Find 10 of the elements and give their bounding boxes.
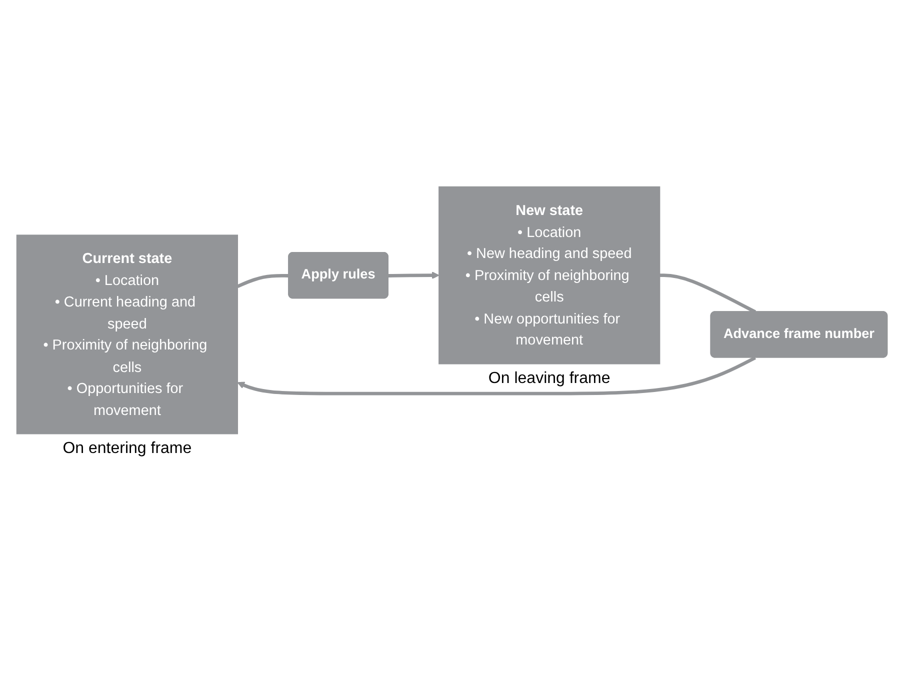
arrow	[388, 271, 440, 279]
state-box: New state • Location • New heading and speed • Proximity of neighboring cells • New opportunities for movement	[438, 186, 660, 364]
connector	[660, 273, 756, 314]
node-caption: On leaving frame	[487, 370, 612, 388]
connector	[236, 274, 289, 288]
node-caption: On entering frame	[62, 440, 193, 458]
step-box: Advance frame number	[710, 310, 888, 358]
step-box: Apply rules	[288, 252, 388, 298]
state-box: Current state • Location • Current heading and speed • Proximity of neighboring cells • Opportunities for movement	[16, 234, 238, 434]
arrow	[237, 356, 756, 395]
